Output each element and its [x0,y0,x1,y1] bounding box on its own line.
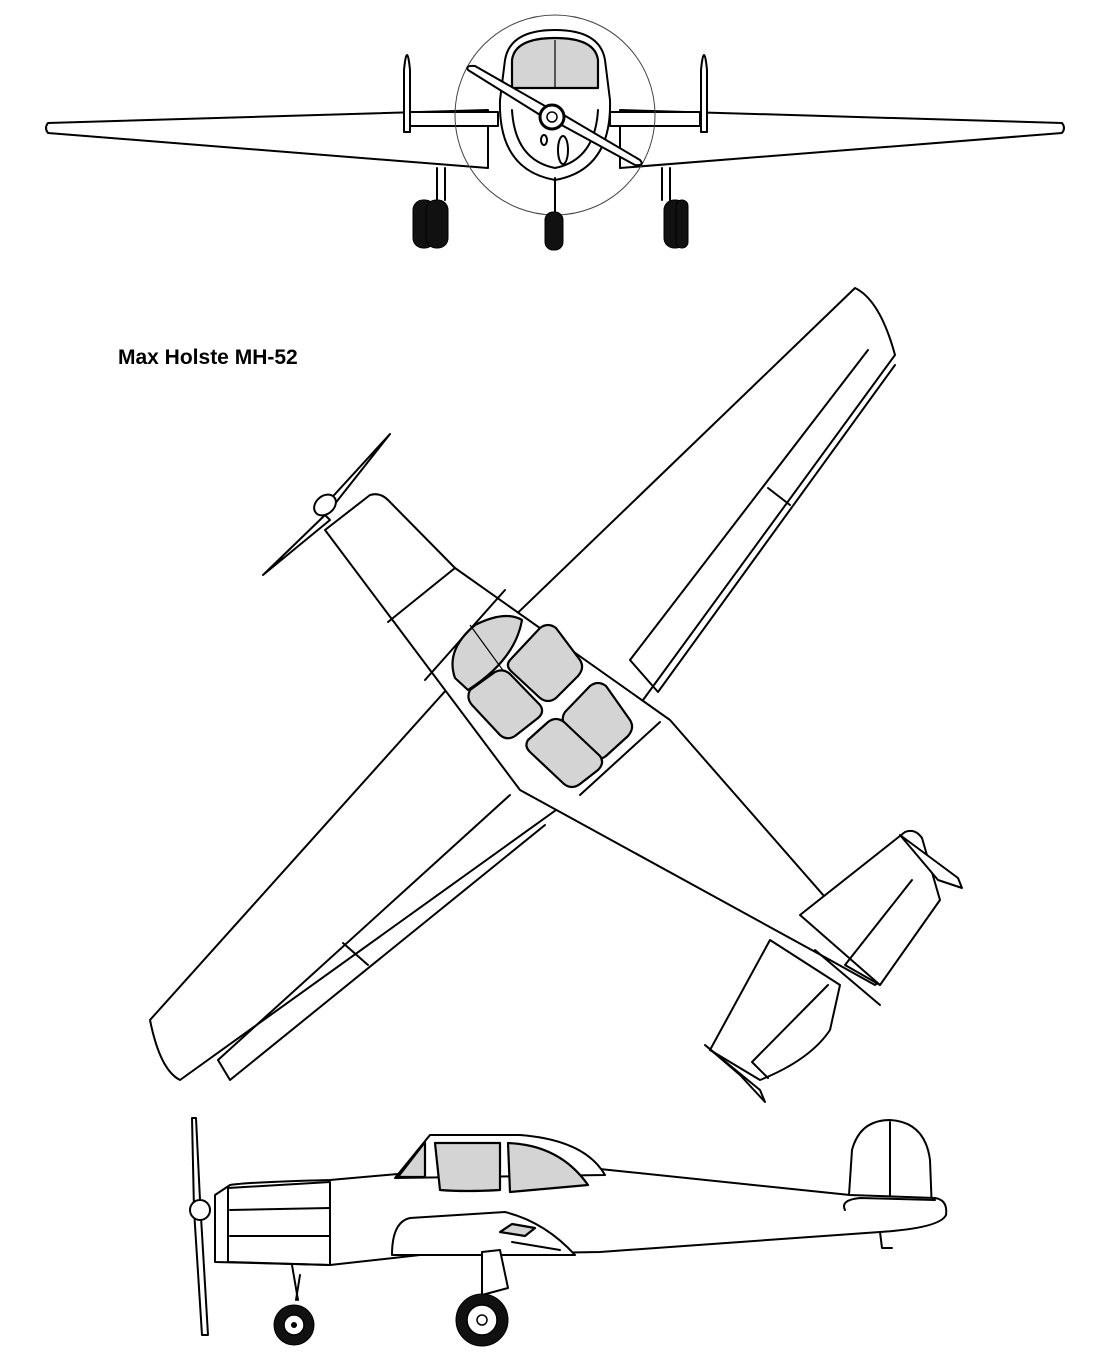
top-view [149,287,963,1103]
front-fin-left [403,54,411,133]
top-spinner [313,493,337,517]
side-windshield [396,1140,427,1179]
front-propeller-blade [466,64,553,119]
side-window-rear [506,1141,590,1194]
front-wing-right [619,109,1065,169]
top-stabilizer-right [799,829,941,986]
top-propeller [262,514,331,576]
front-stabilizer-left [409,111,499,127]
front-fin-right [700,54,708,133]
top-canopy-pane [506,623,584,703]
front-view [45,14,1065,251]
side-main-gear-leg [481,1249,509,1296]
side-propeller [191,1117,209,1336]
front-propeller-blade-2 [555,113,643,167]
front-nose-wheel [544,211,564,251]
side-spinner [189,1199,211,1221]
drawing-title: Max Holste MH-52 [118,346,298,369]
top-canopy-front [451,614,524,692]
side-view [189,1117,948,1347]
top-stabilizer-left [709,939,841,1081]
side-window-front [433,1141,502,1193]
front-wing [45,109,489,169]
